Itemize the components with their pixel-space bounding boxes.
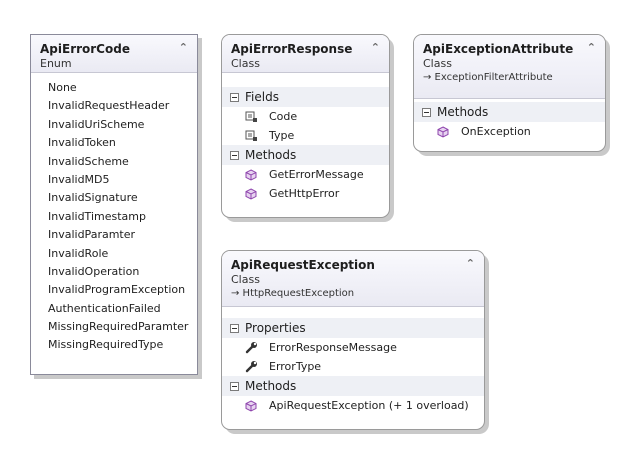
- wrench-icon: [244, 360, 258, 374]
- collapse-icon[interactable]: ⌃: [465, 257, 475, 270]
- enum-value[interactable]: None: [48, 81, 77, 94]
- method-icon: [244, 187, 258, 201]
- shape-title: ApiRequestException: [231, 258, 375, 272]
- field-name: Code: [269, 110, 298, 123]
- method-icon: [244, 399, 258, 413]
- enum-shape-api-error-code[interactable]: ApiErrorCode Enum ⌃ None InvalidRequestH…: [30, 34, 202, 379]
- collapse-section-icon[interactable]: [230, 381, 239, 391]
- shape-kind: Class: [423, 57, 452, 70]
- enum-value[interactable]: InvalidSignature: [48, 191, 138, 205]
- method-item[interactable]: ApiRequestException (+ 1 overload): [222, 396, 484, 415]
- class-shape-api-exception-attribute[interactable]: ApiExceptionAttribute Class → ExceptionF…: [413, 34, 610, 156]
- method-name: GetErrorMessage: [269, 168, 364, 181]
- method-name: GetHttpError: [269, 187, 340, 200]
- enum-values: None InvalidRequestHeader InvalidUriSche…: [31, 73, 197, 355]
- enum-value[interactable]: InvalidUriScheme: [48, 117, 145, 131]
- property-item[interactable]: ErrorType: [222, 357, 484, 376]
- shape-title: ApiErrorResponse: [231, 42, 353, 56]
- enum-value[interactable]: InvalidParamter: [48, 228, 136, 242]
- enum-value[interactable]: InvalidRole: [48, 246, 109, 260]
- method-icon: [244, 168, 258, 182]
- base-class: → ExceptionFilterAttribute: [423, 72, 553, 83]
- methods-section-header[interactable]: Methods: [222, 145, 389, 165]
- collapse-section-icon[interactable]: [422, 107, 431, 117]
- enum-value[interactable]: InvalidProgramException: [48, 283, 186, 297]
- enum-value[interactable]: InvalidScheme: [48, 154, 129, 168]
- enum-value[interactable]: InvalidToken: [48, 136, 116, 150]
- properties-section-header[interactable]: Properties: [222, 318, 484, 338]
- class-shape-api-error-response[interactable]: ApiErrorResponse Class ⌃ Fields Code Typ…: [221, 34, 394, 222]
- section-label: Methods: [245, 148, 297, 162]
- property-name: ErrorResponseMessage: [269, 341, 397, 354]
- field-icon: [244, 129, 258, 143]
- collapse-section-icon[interactable]: [230, 323, 239, 333]
- shape-title: ApiErrorCode: [40, 42, 130, 56]
- method-item[interactable]: GetHttpError: [222, 184, 389, 203]
- enum-value[interactable]: InvalidTimestamp: [48, 209, 146, 223]
- section-label: Fields: [245, 90, 279, 104]
- field-icon: [244, 110, 258, 124]
- enum-value[interactable]: MissingRequiredParamter: [48, 320, 189, 334]
- section-label: Methods: [245, 379, 297, 393]
- enum-value[interactable]: InvalidOperation: [48, 264, 140, 278]
- field-item[interactable]: Type: [222, 126, 389, 145]
- field-item[interactable]: Code: [222, 107, 389, 126]
- collapse-section-icon[interactable]: [230, 92, 239, 102]
- property-item[interactable]: ErrorResponseMessage: [222, 338, 484, 357]
- property-name: ErrorType: [269, 360, 322, 373]
- method-name: ApiRequestException (+ 1 overload): [269, 399, 469, 412]
- method-item[interactable]: OnException: [414, 122, 605, 141]
- enum-value[interactable]: InvalidMD5: [48, 172, 110, 186]
- enum-value[interactable]: InvalidRequestHeader: [48, 99, 170, 113]
- fields-section-header[interactable]: Fields: [222, 87, 389, 107]
- shape-kind: Enum: [40, 57, 72, 70]
- class-shape-api-request-exception[interactable]: ApiRequestException Class → HttpRequestE…: [221, 250, 489, 434]
- section-label: Properties: [245, 321, 306, 335]
- enum-value[interactable]: AuthenticationFailed: [48, 301, 161, 315]
- method-icon: [436, 125, 450, 139]
- collapse-icon[interactable]: ⌃: [586, 41, 596, 54]
- methods-section-header[interactable]: Methods: [222, 376, 484, 396]
- collapse-icon[interactable]: ⌃: [370, 41, 380, 54]
- shape-kind: Class: [231, 57, 260, 70]
- enum-value[interactable]: MissingRequiredType: [48, 338, 164, 352]
- collapse-section-icon[interactable]: [230, 150, 239, 160]
- section-label: Methods: [437, 105, 489, 119]
- field-name: Type: [269, 129, 295, 142]
- base-class: → HttpRequestException: [231, 288, 355, 299]
- method-item[interactable]: GetErrorMessage: [222, 165, 389, 184]
- shape-kind: Class: [231, 273, 260, 286]
- shape-title: ApiExceptionAttribute: [423, 42, 574, 56]
- wrench-icon: [244, 341, 258, 355]
- method-name: OnException: [461, 125, 531, 138]
- collapse-icon[interactable]: ⌃: [178, 41, 188, 54]
- methods-section-header[interactable]: Methods: [414, 102, 605, 122]
